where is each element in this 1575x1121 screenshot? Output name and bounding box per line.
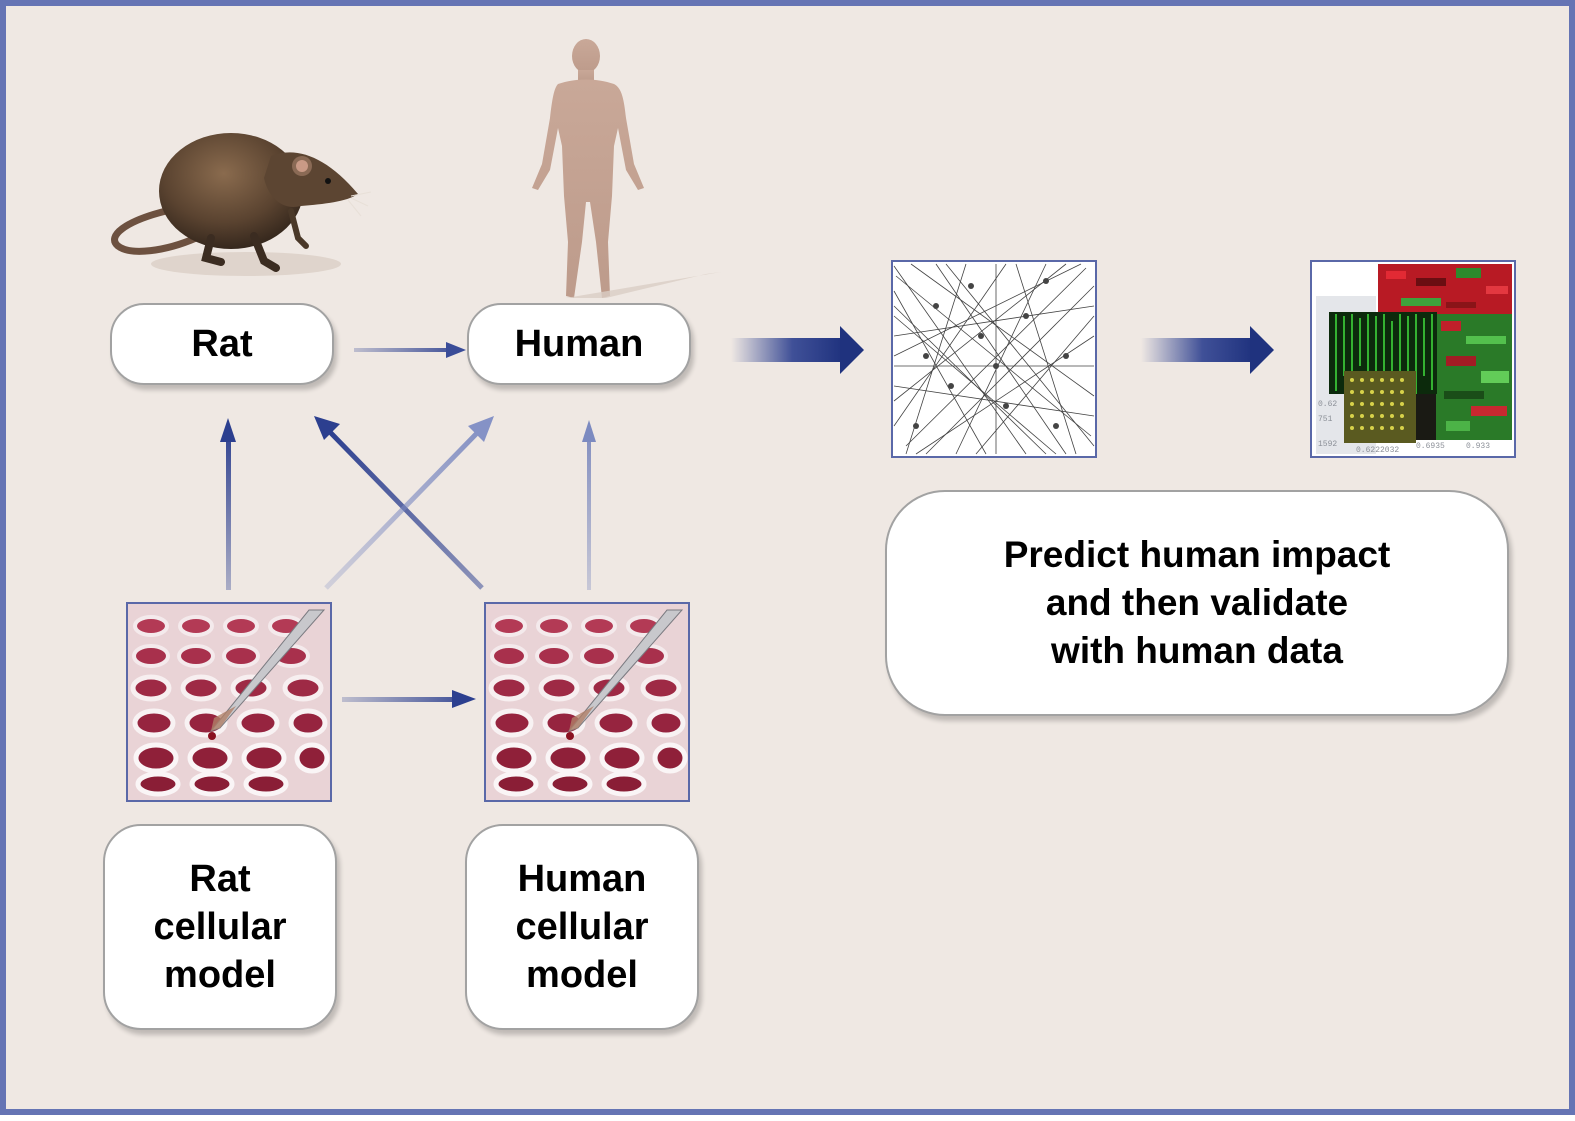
predict-validate-node: Predict human impact and then validate w… [885,490,1509,716]
svg-text:1592: 1592 [1318,440,1337,449]
rat-cellular-model-node: Rat cellular model [103,824,337,1030]
svg-text:0.6222032: 0.6222032 [1356,446,1399,455]
rat-node-label: Rat [191,322,253,365]
svg-text:751: 751 [1318,415,1333,424]
svg-text:0.6935: 0.6935 [1416,442,1445,451]
human-cellular-model-label: Human cellular model [515,858,649,996]
arrow-ratcell-to-human [324,416,494,590]
predict-validate-label: Predict human impact and then validate w… [1003,534,1391,671]
heatmap-image: 0.62 751 1592 0.6222032 0.6935 0.933 [1310,260,1516,458]
rat-well-plate-image [126,602,332,802]
arrow-ratcell-to-humancell [342,690,476,708]
arrow-rat-to-human [354,342,466,358]
rat-cellular-model-label: Rat cellular model [153,858,287,996]
human-silhouette [532,39,644,298]
arrow-humancell-to-rat [314,416,484,590]
svg-text:0.62: 0.62 [1318,400,1337,409]
network-graph-image [891,260,1097,458]
rat-node: Rat [110,303,334,385]
svg-text:0.933: 0.933 [1466,442,1490,451]
human-well-plate-image [484,602,690,802]
human-node-label: Human [514,322,644,365]
arrow-human-to-network [731,326,864,374]
arrow-ratcell-to-rat [220,418,236,590]
human-cellular-model-node: Human cellular model [465,824,699,1030]
human-node: Human [467,303,691,385]
arrow-network-to-heatmap [1141,326,1274,374]
arrow-humancell-to-human [582,420,596,590]
